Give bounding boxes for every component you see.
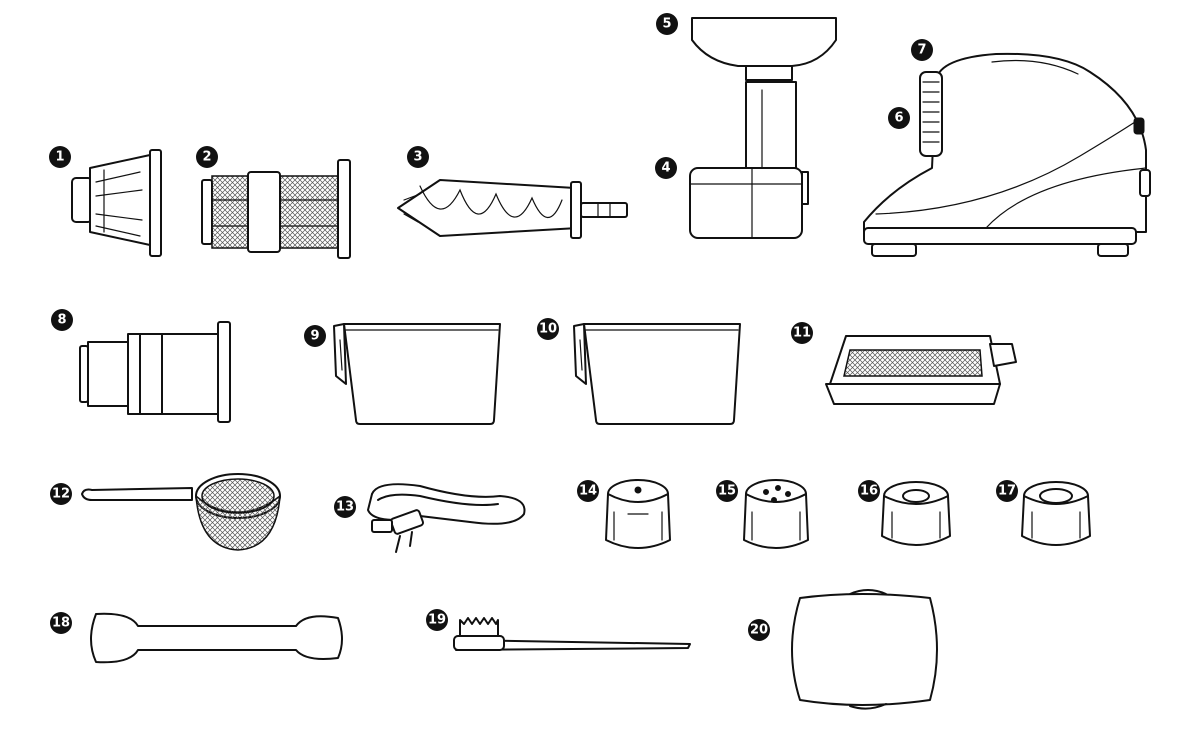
svg-text:9: 9 <box>310 329 319 344</box>
badge-1: 1 <box>49 146 71 168</box>
auger-icon <box>397 179 628 239</box>
badge-8: 8 <box>51 309 73 331</box>
badge-16: 16 <box>858 480 880 502</box>
svg-text:12: 12 <box>52 487 70 502</box>
cover-lid-icon <box>791 589 938 710</box>
badge-9: 9 <box>304 325 326 347</box>
svg-text:18: 18 <box>52 616 70 631</box>
svg-text:3: 3 <box>413 150 422 165</box>
svg-text:13: 13 <box>336 500 354 515</box>
hopper-icon <box>691 17 837 81</box>
power-cord-icon <box>367 483 526 553</box>
svg-text:1: 1 <box>55 150 64 165</box>
end-cap-knob-icon <box>919 71 943 157</box>
svg-text:6: 6 <box>894 111 903 126</box>
badge-18: 18 <box>50 612 72 634</box>
motor-base-icon <box>863 52 1151 257</box>
svg-text:19: 19 <box>428 613 446 628</box>
nozzle-cap-holes-icon <box>743 479 809 549</box>
svg-text:14: 14 <box>579 484 597 499</box>
hand-strainer-icon <box>81 473 281 551</box>
drum-housing-icon <box>689 81 809 239</box>
nozzle-cap-closed-icon <box>605 479 671 549</box>
svg-text:7: 7 <box>917 43 926 58</box>
badge-6: 6 <box>888 107 910 129</box>
badge-13: 13 <box>334 496 356 518</box>
badge-17: 17 <box>996 480 1018 502</box>
svg-text:2: 2 <box>202 150 211 165</box>
nozzle-cap-wide-icon <box>1021 481 1091 546</box>
badge-20: 20 <box>748 619 770 641</box>
pulp-cup-icon <box>573 323 741 425</box>
badge-10: 10 <box>537 318 559 340</box>
badge-5: 5 <box>656 13 678 35</box>
svg-text:4: 4 <box>661 161 670 176</box>
badge-12: 12 <box>50 483 72 505</box>
badge-4: 4 <box>655 157 677 179</box>
badge-2: 2 <box>196 146 218 168</box>
svg-text:20: 20 <box>750 623 768 638</box>
cleaning-brush-icon <box>453 617 691 651</box>
coarse-screen-icon <box>79 321 231 423</box>
small-strainer-cap-icon <box>71 149 162 257</box>
badge-11: 11 <box>791 322 813 344</box>
svg-text:8: 8 <box>57 313 66 328</box>
part-number-badges: 1 2 3 4 5 6 7 8 9 10 11 12 13 14 15 16 1… <box>49 13 1018 641</box>
svg-text:17: 17 <box>998 484 1016 499</box>
svg-text:11: 11 <box>793 326 811 341</box>
svg-text:15: 15 <box>718 484 736 499</box>
fine-screen-icon <box>201 159 351 259</box>
mesh-tray-icon <box>825 335 1017 405</box>
badge-14: 14 <box>577 480 599 502</box>
juice-cup-icon <box>333 323 501 425</box>
svg-text:5: 5 <box>662 17 671 32</box>
nozzle-cap-open-icon <box>881 481 951 546</box>
badge-7: 7 <box>911 39 933 61</box>
svg-text:10: 10 <box>539 322 557 337</box>
badge-3: 3 <box>407 146 429 168</box>
badge-15: 15 <box>716 480 738 502</box>
badge-19: 19 <box>426 609 448 631</box>
pusher-stick-icon <box>90 612 343 664</box>
svg-text:16: 16 <box>860 484 878 499</box>
